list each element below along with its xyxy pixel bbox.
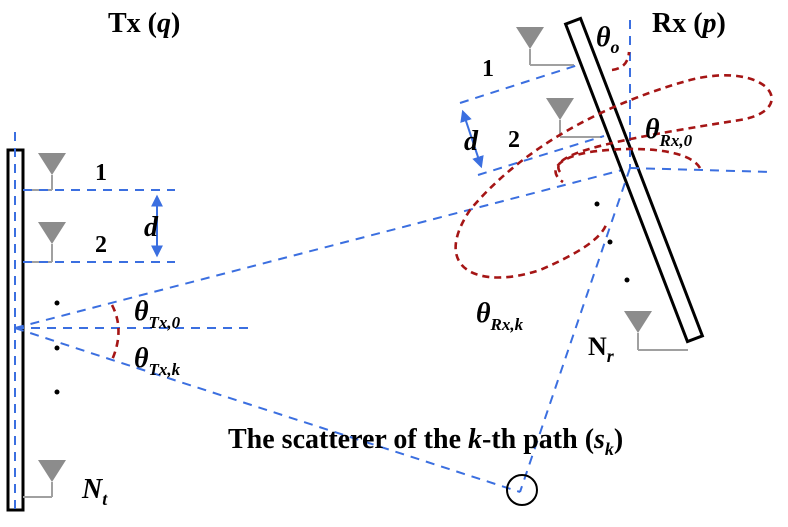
tx-element-last-label: Nt xyxy=(81,474,108,509)
scatterer-marker xyxy=(506,474,538,506)
tx-spacing-label: d xyxy=(144,212,159,243)
rx-element-1-label: 1 xyxy=(482,56,494,82)
rx-array-group xyxy=(563,16,705,344)
rx-element-2-label: 2 xyxy=(508,127,520,153)
rx-array-label: Rx (p) xyxy=(652,8,726,39)
tx-antenna-2-icon xyxy=(23,222,66,263)
tx-antenna-1-icon xyxy=(23,153,66,191)
rx-element-last-label: Nr xyxy=(588,332,615,366)
rx-horizontal-reference xyxy=(629,167,773,173)
los-path-line xyxy=(14,167,631,329)
rx-orientation-arc xyxy=(611,51,631,72)
tx-angle-k-label: θTx,k xyxy=(134,343,181,379)
rx-array-bar xyxy=(563,16,705,344)
tx-element-2-label: 2 xyxy=(95,232,107,258)
tx-element-1-label: 1 xyxy=(95,160,107,186)
tx-ellipsis-dots xyxy=(54,300,60,395)
rx-antenna-last-icon xyxy=(624,311,688,351)
rx-angle-k-label: θRx,k xyxy=(476,298,524,334)
tx-array-label: Tx (q) xyxy=(108,8,180,39)
rx-angle-0-label: θRx,0 xyxy=(645,114,693,150)
rx-orientation-label: θo xyxy=(596,22,620,57)
rx-spacing-line-2 xyxy=(477,135,605,176)
tx-angle-0-label: θTx,0 xyxy=(134,296,181,332)
rx-angle-arc-0 xyxy=(554,147,702,184)
rx-spacing-line-1 xyxy=(459,64,579,104)
rx-spacing-label: d xyxy=(464,126,479,157)
tx-to-scatterer-path xyxy=(14,327,521,493)
rx-angle-arc-k xyxy=(454,74,773,279)
rx-antenna-1-icon xyxy=(516,27,574,66)
tx-angle-arc xyxy=(110,304,120,361)
rx-spacing-arrow xyxy=(460,109,484,169)
scatterer-label: The scatterer of the k-th path (sk) xyxy=(228,424,623,459)
tx-antenna-last-icon xyxy=(23,460,66,498)
rx-ellipsis-dots xyxy=(594,201,630,283)
